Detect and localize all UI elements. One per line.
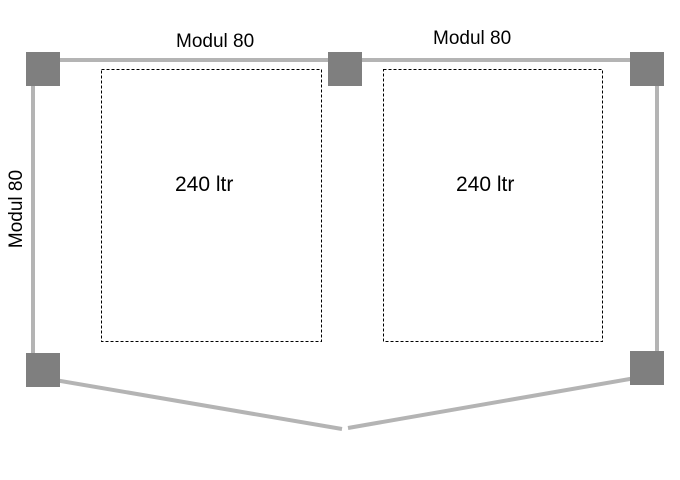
bin-label-right: 240 ltr bbox=[456, 173, 515, 196]
bin-label-left: 240 ltr bbox=[175, 173, 234, 196]
post-top-right bbox=[630, 52, 664, 86]
post-top-left bbox=[26, 52, 60, 86]
gate-left-panel bbox=[42, 376, 343, 431]
post-bottom-right bbox=[630, 351, 664, 385]
post-bottom-left bbox=[26, 353, 60, 387]
module-label-top-left: Modul 80 bbox=[176, 31, 255, 52]
module-label-left-side: Modul 80 bbox=[6, 169, 27, 249]
post-top-middle bbox=[328, 52, 362, 86]
gate-right-panel bbox=[347, 374, 648, 430]
module-label-top-right: Modul 80 bbox=[433, 28, 512, 49]
bin-outline-left bbox=[101, 69, 322, 342]
bin-outline-right bbox=[383, 69, 603, 342]
